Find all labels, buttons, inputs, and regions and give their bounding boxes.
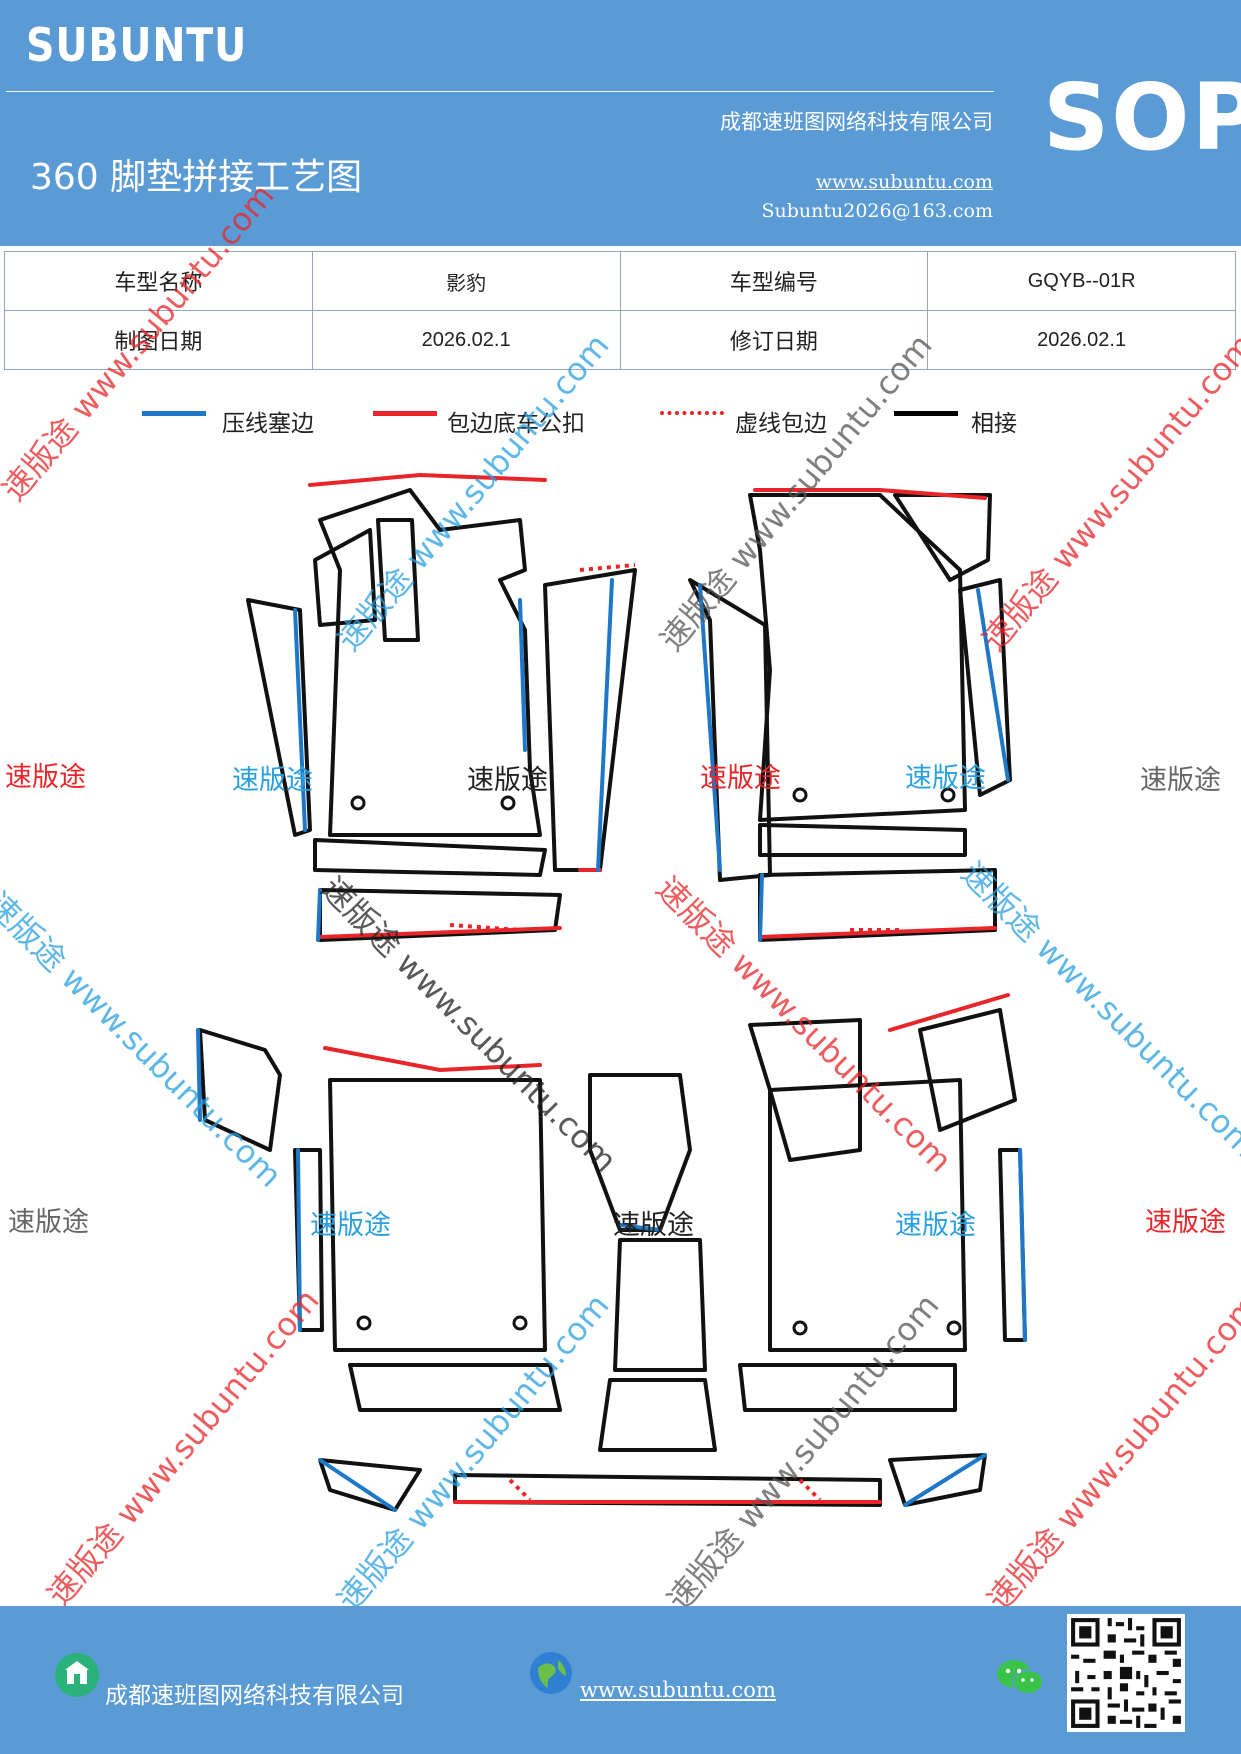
document-title: 360 脚垫拼接工艺图 — [30, 157, 363, 198]
watermark-plain: 速版途 — [905, 763, 986, 794]
watermark-plain: 速版途 — [310, 1210, 391, 1241]
mat-piece-rear-left — [328, 1078, 547, 1352]
company-name: 成都速班图网络科技有限公司 — [720, 110, 993, 134]
mat-piece-right-pedal — [893, 493, 992, 582]
watermark-plain: 速版途 — [700, 763, 781, 794]
mat-piece-right-sill — [758, 823, 967, 857]
mat-piece-rear-right — [768, 1078, 967, 1352]
mat-piece-sill — [313, 838, 547, 877]
mat-piece-rear-center-2 — [613, 1238, 707, 1372]
mat-piece-bottom-strip — [453, 1473, 882, 1507]
watermark-plain: 速版途 — [5, 762, 86, 793]
legend-swatch — [373, 411, 437, 416]
footer-company: 成都速班图网络科技有限公司 — [105, 1683, 404, 1709]
mat-piece-bottom-right — [738, 1363, 957, 1412]
qr-code-icon — [1067, 1614, 1185, 1732]
header-divider — [6, 91, 994, 92]
mat-piece-bottom-left — [348, 1363, 562, 1412]
draw-date-value: 2026.02.1 — [311, 310, 621, 370]
revise-date-label: 修订日期 — [619, 310, 929, 370]
mat-piece-pedal — [313, 528, 377, 627]
mat-piece-front-right — [748, 493, 967, 822]
footer-website-link[interactable]: www.subuntu.com — [580, 1678, 776, 1702]
mat-piece-bottom-center — [598, 1378, 717, 1452]
mat-piece-front-left — [318, 488, 542, 837]
info-table: 车型名称 影豹 车型编号 GQYB--01R 制图日期 2026.02.1 修订… — [4, 251, 1236, 370]
legend-label: 包边底车公扣 — [447, 411, 585, 437]
watermark-plain: 速版途 — [1140, 765, 1221, 796]
legend-swatch — [894, 411, 958, 416]
sop-label: SOP — [1043, 64, 1241, 171]
model-name-value: 影豹 — [311, 251, 621, 311]
mat-piece-lower-right — [888, 1453, 987, 1507]
model-name-label: 车型名称 — [4, 251, 313, 311]
wechat-icon — [997, 1660, 1044, 1695]
website-link[interactable]: www.subuntu.com — [815, 171, 993, 193]
table-row: 车型名称 影豹 车型编号 GQYB--01R — [4, 251, 1236, 311]
header-banner: SUBUNTU 360 脚垫拼接工艺图 成都速班图网络科技有限公司 www.su… — [0, 0, 1241, 246]
legend: 压线塞边 包边底车公扣 虚线包边 相接 — [0, 392, 1241, 442]
legend-label: 相接 — [971, 411, 1017, 437]
watermark-plain: 速版途 — [895, 1210, 976, 1241]
home-badge-icon — [55, 1653, 99, 1697]
legend-swatch — [142, 411, 206, 416]
legend-label: 压线塞边 — [222, 411, 314, 437]
model-code-value: GQYB--01R — [927, 251, 1236, 311]
footer-banner: 成都速班图网络科技有限公司 www.subuntu.com — [0, 1606, 1241, 1754]
mat-piece-tunnel — [543, 568, 637, 872]
mat-piece-left-tunnel — [688, 578, 772, 882]
draw-date-label: 制图日期 — [4, 310, 313, 370]
revise-date-value: 2026.02.1 — [927, 310, 1236, 370]
email-text: Subuntu2026@163.com — [761, 200, 993, 222]
model-code-label: 车型编号 — [619, 251, 929, 311]
watermark-plain: 速版途 — [613, 1210, 694, 1241]
mat-piece-rear-left-wing — [198, 1028, 282, 1152]
legend-label: 虚线包边 — [735, 411, 827, 437]
floor-mat-diagram — [196, 472, 1027, 1512]
mat-piece-pedal-2 — [376, 518, 420, 642]
table-row: 制图日期 2026.02.1 修订日期 2026.02.1 — [4, 310, 1236, 370]
watermark-plain: 速版途 — [8, 1207, 89, 1238]
globe-icon — [530, 1652, 572, 1694]
watermark-plain: 速版途 — [232, 765, 313, 796]
mat-piece-center-block — [748, 1018, 862, 1162]
watermark-plain: 速版途 — [1145, 1207, 1226, 1238]
mat-piece-rear-right-wing — [918, 1008, 1017, 1132]
mat-piece-side-left — [246, 598, 312, 837]
legend-swatch — [660, 411, 724, 415]
watermark-plain: 速版途 — [467, 765, 548, 796]
brand-logo: SUBUNTU — [26, 18, 248, 72]
